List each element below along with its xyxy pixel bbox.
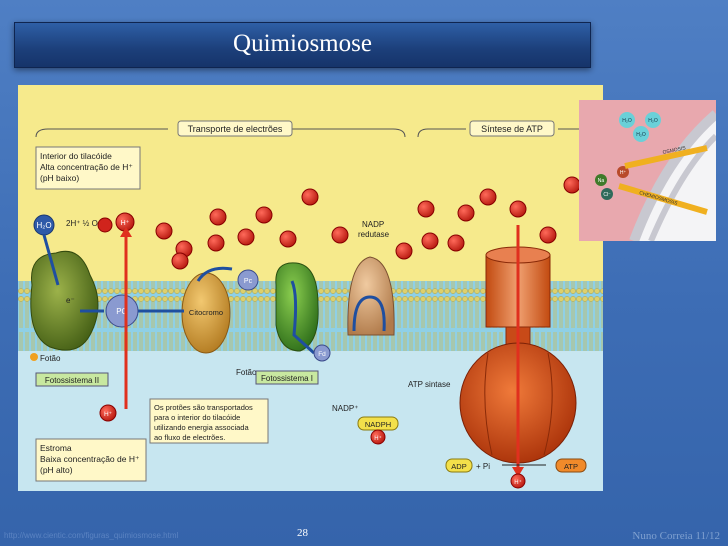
svg-text:H⁺: H⁺ — [104, 411, 113, 418]
svg-text:H⁺: H⁺ — [374, 435, 382, 442]
atp-label: ATP — [564, 462, 578, 471]
inset-water-3: H₂O — [636, 132, 646, 138]
svg-text:PQ: PQ — [116, 307, 128, 316]
slide-title: Quimiosmose — [233, 30, 372, 57]
photosystem-i-label: Fotossistema I — [261, 374, 313, 383]
photosystem-ii — [30, 250, 99, 351]
stroma-line-1: Estroma — [40, 443, 72, 453]
svg-text:H⁺: H⁺ — [121, 220, 130, 227]
water-split-label: 2H⁺ ½ O₂ — [66, 219, 101, 228]
atp-synthase-label: ATP sintase — [408, 380, 451, 389]
title-bar: Quimiosmose — [14, 22, 591, 68]
interior-line-1: Interior do tilacóide — [40, 151, 112, 161]
inset-na: Na — [598, 178, 605, 184]
inset-osmosis-image: H₂O H₂O H₂O Na Cl⁻ H⁺ OSMOSIS CHEMIOSMOS… — [579, 100, 716, 241]
plastocyanin — [237, 269, 259, 291]
transport-label: Transporte de electrões — [188, 124, 283, 134]
footer-author: Nuno Correia 11/12 — [632, 530, 720, 542]
inset-water-1: H₂O — [622, 118, 632, 124]
photon-label: Fotão — [40, 354, 61, 363]
stroma-line-3: (pH alto) — [40, 465, 73, 475]
nadp-plus-label: NADP⁺ — [332, 404, 358, 413]
lumen-protons — [155, 176, 581, 270]
inset-proton: H⁺ — [620, 170, 627, 176]
interior-line-2: Alta concentração de H⁺ — [40, 162, 133, 172]
photon-label-2: Fotão — [236, 368, 257, 377]
ferredoxin — [313, 344, 331, 362]
svg-text:+ Pi: + Pi — [476, 462, 490, 471]
note-line-2: para o interior do tilacóide — [154, 413, 240, 422]
note-line-3: utilizando energia associada — [154, 423, 249, 432]
photosystem-ii-label: Fotossistema II — [45, 376, 99, 385]
synthesis-label: Síntese de ATP — [481, 124, 543, 134]
svg-text:Citocromo: Citocromo — [189, 308, 223, 317]
electron-label: e⁻ — [66, 296, 75, 305]
note-line-4: ao fluxo de electrões. — [154, 433, 225, 442]
nadph-label: NADPH — [365, 420, 391, 429]
note-line-1: Os protões são transportados — [154, 403, 253, 412]
inset-cl: Cl⁻ — [603, 192, 611, 198]
footer-url[interactable]: http://www.cientic.com/figuras_quimiosmo… — [4, 531, 179, 540]
svg-text:Fd: Fd — [318, 351, 326, 358]
inset-water-2: H₂O — [648, 118, 658, 124]
inset-osmosis-label: OSMOSIS — [662, 145, 687, 156]
svg-text:NADP: NADP — [362, 220, 384, 229]
water-label: H₂O — [36, 221, 51, 230]
interior-line-3: (pH baixo) — [40, 173, 79, 183]
adp-label: ADP — [451, 462, 466, 471]
chemiosmosis-diagram: Transporte de electrões Síntese de ATP I… — [18, 120, 603, 491]
svg-text:Pc: Pc — [244, 278, 253, 285]
svg-text:H⁺: H⁺ — [514, 479, 522, 486]
main-figure: Transporte de electrões Síntese de ATP I… — [18, 85, 603, 491]
svg-text:redutase: redutase — [358, 230, 390, 239]
slide-number: 28 — [297, 527, 308, 539]
stroma-line-2: Baixa concentração de H⁺ — [40, 454, 140, 464]
